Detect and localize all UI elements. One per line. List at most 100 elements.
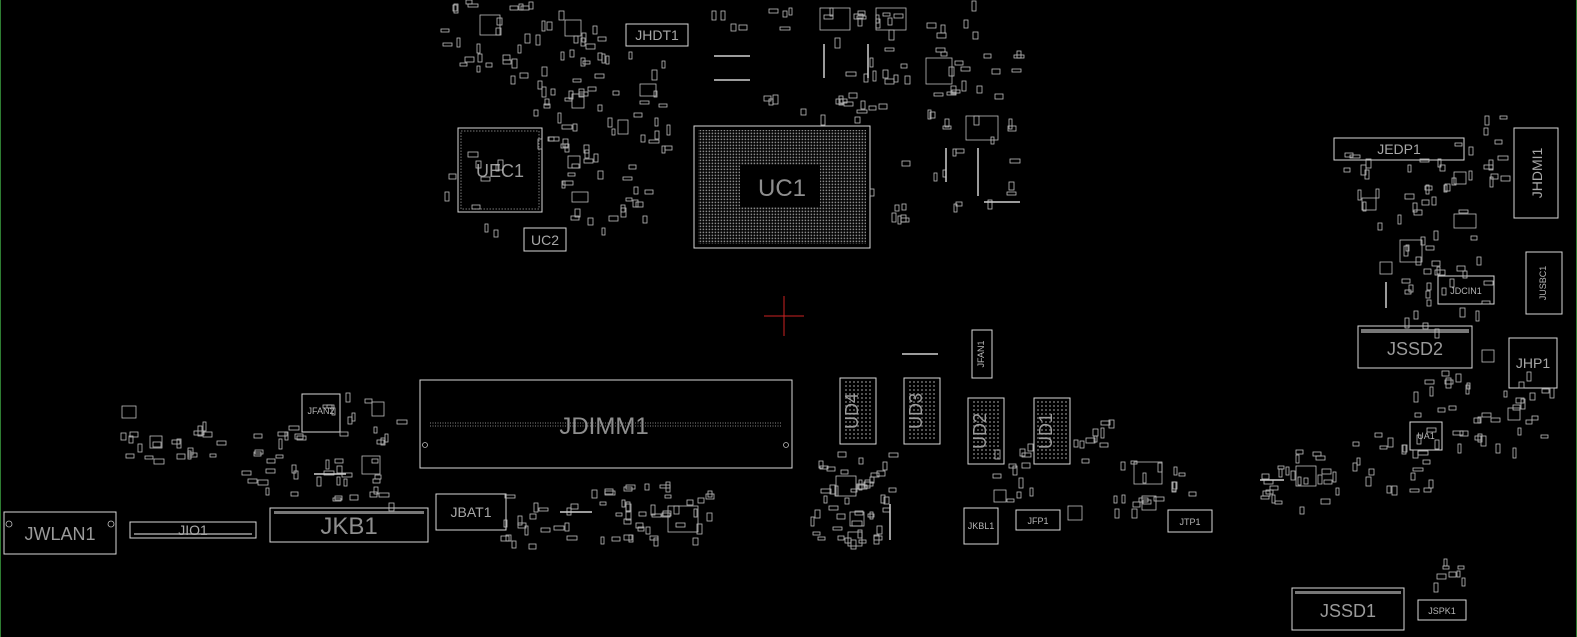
passive-part xyxy=(856,15,867,20)
component-jusbc1[interactable]: JUSBC1 xyxy=(1525,251,1563,315)
passive-part xyxy=(1290,470,1296,481)
component-jdcin1[interactable]: JDCIN1 xyxy=(1437,275,1495,305)
passive-part xyxy=(611,536,621,542)
passive-part xyxy=(662,510,672,517)
passive-part xyxy=(850,488,858,493)
passive-part xyxy=(543,103,551,109)
passive-part xyxy=(869,511,874,520)
component-jfan2[interactable]: JFAN2 xyxy=(301,393,341,433)
label-jspk1: JSPK1 xyxy=(1428,606,1456,616)
component-jbat1[interactable]: JBAT1 xyxy=(435,493,507,531)
component-jfp1[interactable]: JFP1 xyxy=(1015,509,1061,531)
component-jssd1[interactable]: JSSD1 xyxy=(1291,587,1405,631)
passive-part xyxy=(339,431,349,437)
passive-part xyxy=(927,109,932,120)
component-jkb1[interactable]: JKB1 xyxy=(269,507,429,543)
passive-part xyxy=(1458,209,1469,214)
passive-part xyxy=(888,452,899,458)
component-jtp1[interactable]: JTP1 xyxy=(1167,509,1213,533)
passive-part xyxy=(1405,244,1410,252)
passive-part xyxy=(587,217,594,226)
passive-part xyxy=(711,10,717,21)
passive-part xyxy=(128,435,134,444)
passive-part xyxy=(1142,472,1147,484)
passive-part xyxy=(290,491,299,497)
passive-part xyxy=(873,535,883,541)
passive-part xyxy=(664,494,672,499)
passive-part xyxy=(1503,390,1508,398)
passive-part xyxy=(1360,164,1367,176)
passive-part xyxy=(361,455,381,475)
component-jwlan1[interactable]: JWLAN1 xyxy=(3,511,117,555)
passive-part xyxy=(566,535,578,541)
component-ua1[interactable]: UA1 xyxy=(1409,421,1443,451)
component-jio1[interactable]: JIO1 xyxy=(129,521,257,539)
passive-part xyxy=(1295,454,1300,464)
passive-part xyxy=(517,44,522,54)
component-jssd2[interactable]: JSSD2 xyxy=(1357,325,1473,369)
component-ud2[interactable]: UD2 xyxy=(967,397,1005,465)
passive-part xyxy=(1437,407,1446,413)
passive-part xyxy=(1415,256,1422,266)
component-uec1[interactable]: UEC1 xyxy=(457,127,543,213)
component-ud1[interactable]: UD1 xyxy=(1033,397,1071,465)
component-ud3[interactable]: UD3 xyxy=(903,377,941,445)
passive-part xyxy=(294,433,304,440)
component-jhdmi1[interactable]: JHDMI1 xyxy=(1513,127,1559,219)
component-jspk1[interactable]: JSPK1 xyxy=(1417,599,1467,621)
component-jedp1[interactable]: JEDP1 xyxy=(1333,137,1465,161)
passive-part xyxy=(380,437,386,446)
passive-part xyxy=(209,453,217,458)
component-jdimm1[interactable]: JDIMM1 xyxy=(419,379,793,469)
passive-part xyxy=(597,36,607,42)
passive-part xyxy=(1320,498,1331,505)
passive-part xyxy=(697,497,705,504)
passive-part xyxy=(465,0,473,5)
passive-part xyxy=(788,7,793,16)
passive-part xyxy=(452,4,458,12)
passive-part xyxy=(933,92,944,97)
passive-part xyxy=(1132,501,1141,508)
passive-part xyxy=(893,13,904,19)
passive-part xyxy=(1483,280,1494,286)
passive-part xyxy=(834,37,841,49)
passive-part xyxy=(686,499,694,506)
passive-part xyxy=(817,536,826,541)
passive-part xyxy=(991,68,1001,75)
passive-part xyxy=(1517,427,1522,436)
passive-part xyxy=(950,85,957,95)
passive-part xyxy=(1419,158,1430,163)
label-jhdt1: JHDT1 xyxy=(635,27,679,43)
passive-part xyxy=(608,215,619,222)
passive-part xyxy=(1426,282,1432,291)
passive-part xyxy=(878,103,888,110)
component-jhp1[interactable]: JHP1 xyxy=(1508,337,1558,389)
passive-part xyxy=(129,431,139,438)
component-uc2[interactable]: UC2 xyxy=(523,227,567,252)
label-jdimm1: JDIMM1 xyxy=(559,413,648,440)
passive-part xyxy=(605,55,610,65)
passive-part xyxy=(1483,127,1489,136)
passive-part xyxy=(1142,499,1152,505)
passive-part xyxy=(648,139,660,144)
passive-part xyxy=(1441,370,1450,377)
passive-part xyxy=(1461,577,1466,587)
passive-part xyxy=(364,398,373,404)
passive-part xyxy=(768,8,779,14)
component-uc1[interactable]: UC1 xyxy=(693,125,871,249)
passive-part xyxy=(812,531,821,536)
passive-part xyxy=(644,483,650,491)
passive-part xyxy=(1431,260,1441,267)
passive-part xyxy=(666,124,671,136)
label-ud1: UD1 xyxy=(1036,413,1056,449)
passive-part xyxy=(887,17,893,26)
component-ud4[interactable]: UD4 xyxy=(839,377,877,445)
passive-part xyxy=(519,72,529,79)
passive-part xyxy=(658,103,668,108)
component-jhdt1[interactable]: JHDT1 xyxy=(625,23,689,47)
component-jfan1[interactable]: JFAN1 xyxy=(971,329,993,379)
passive-part xyxy=(868,105,877,111)
passive-part xyxy=(953,203,958,213)
passive-part xyxy=(564,522,570,532)
component-jkbl1[interactable]: JKBL1 xyxy=(963,507,999,545)
